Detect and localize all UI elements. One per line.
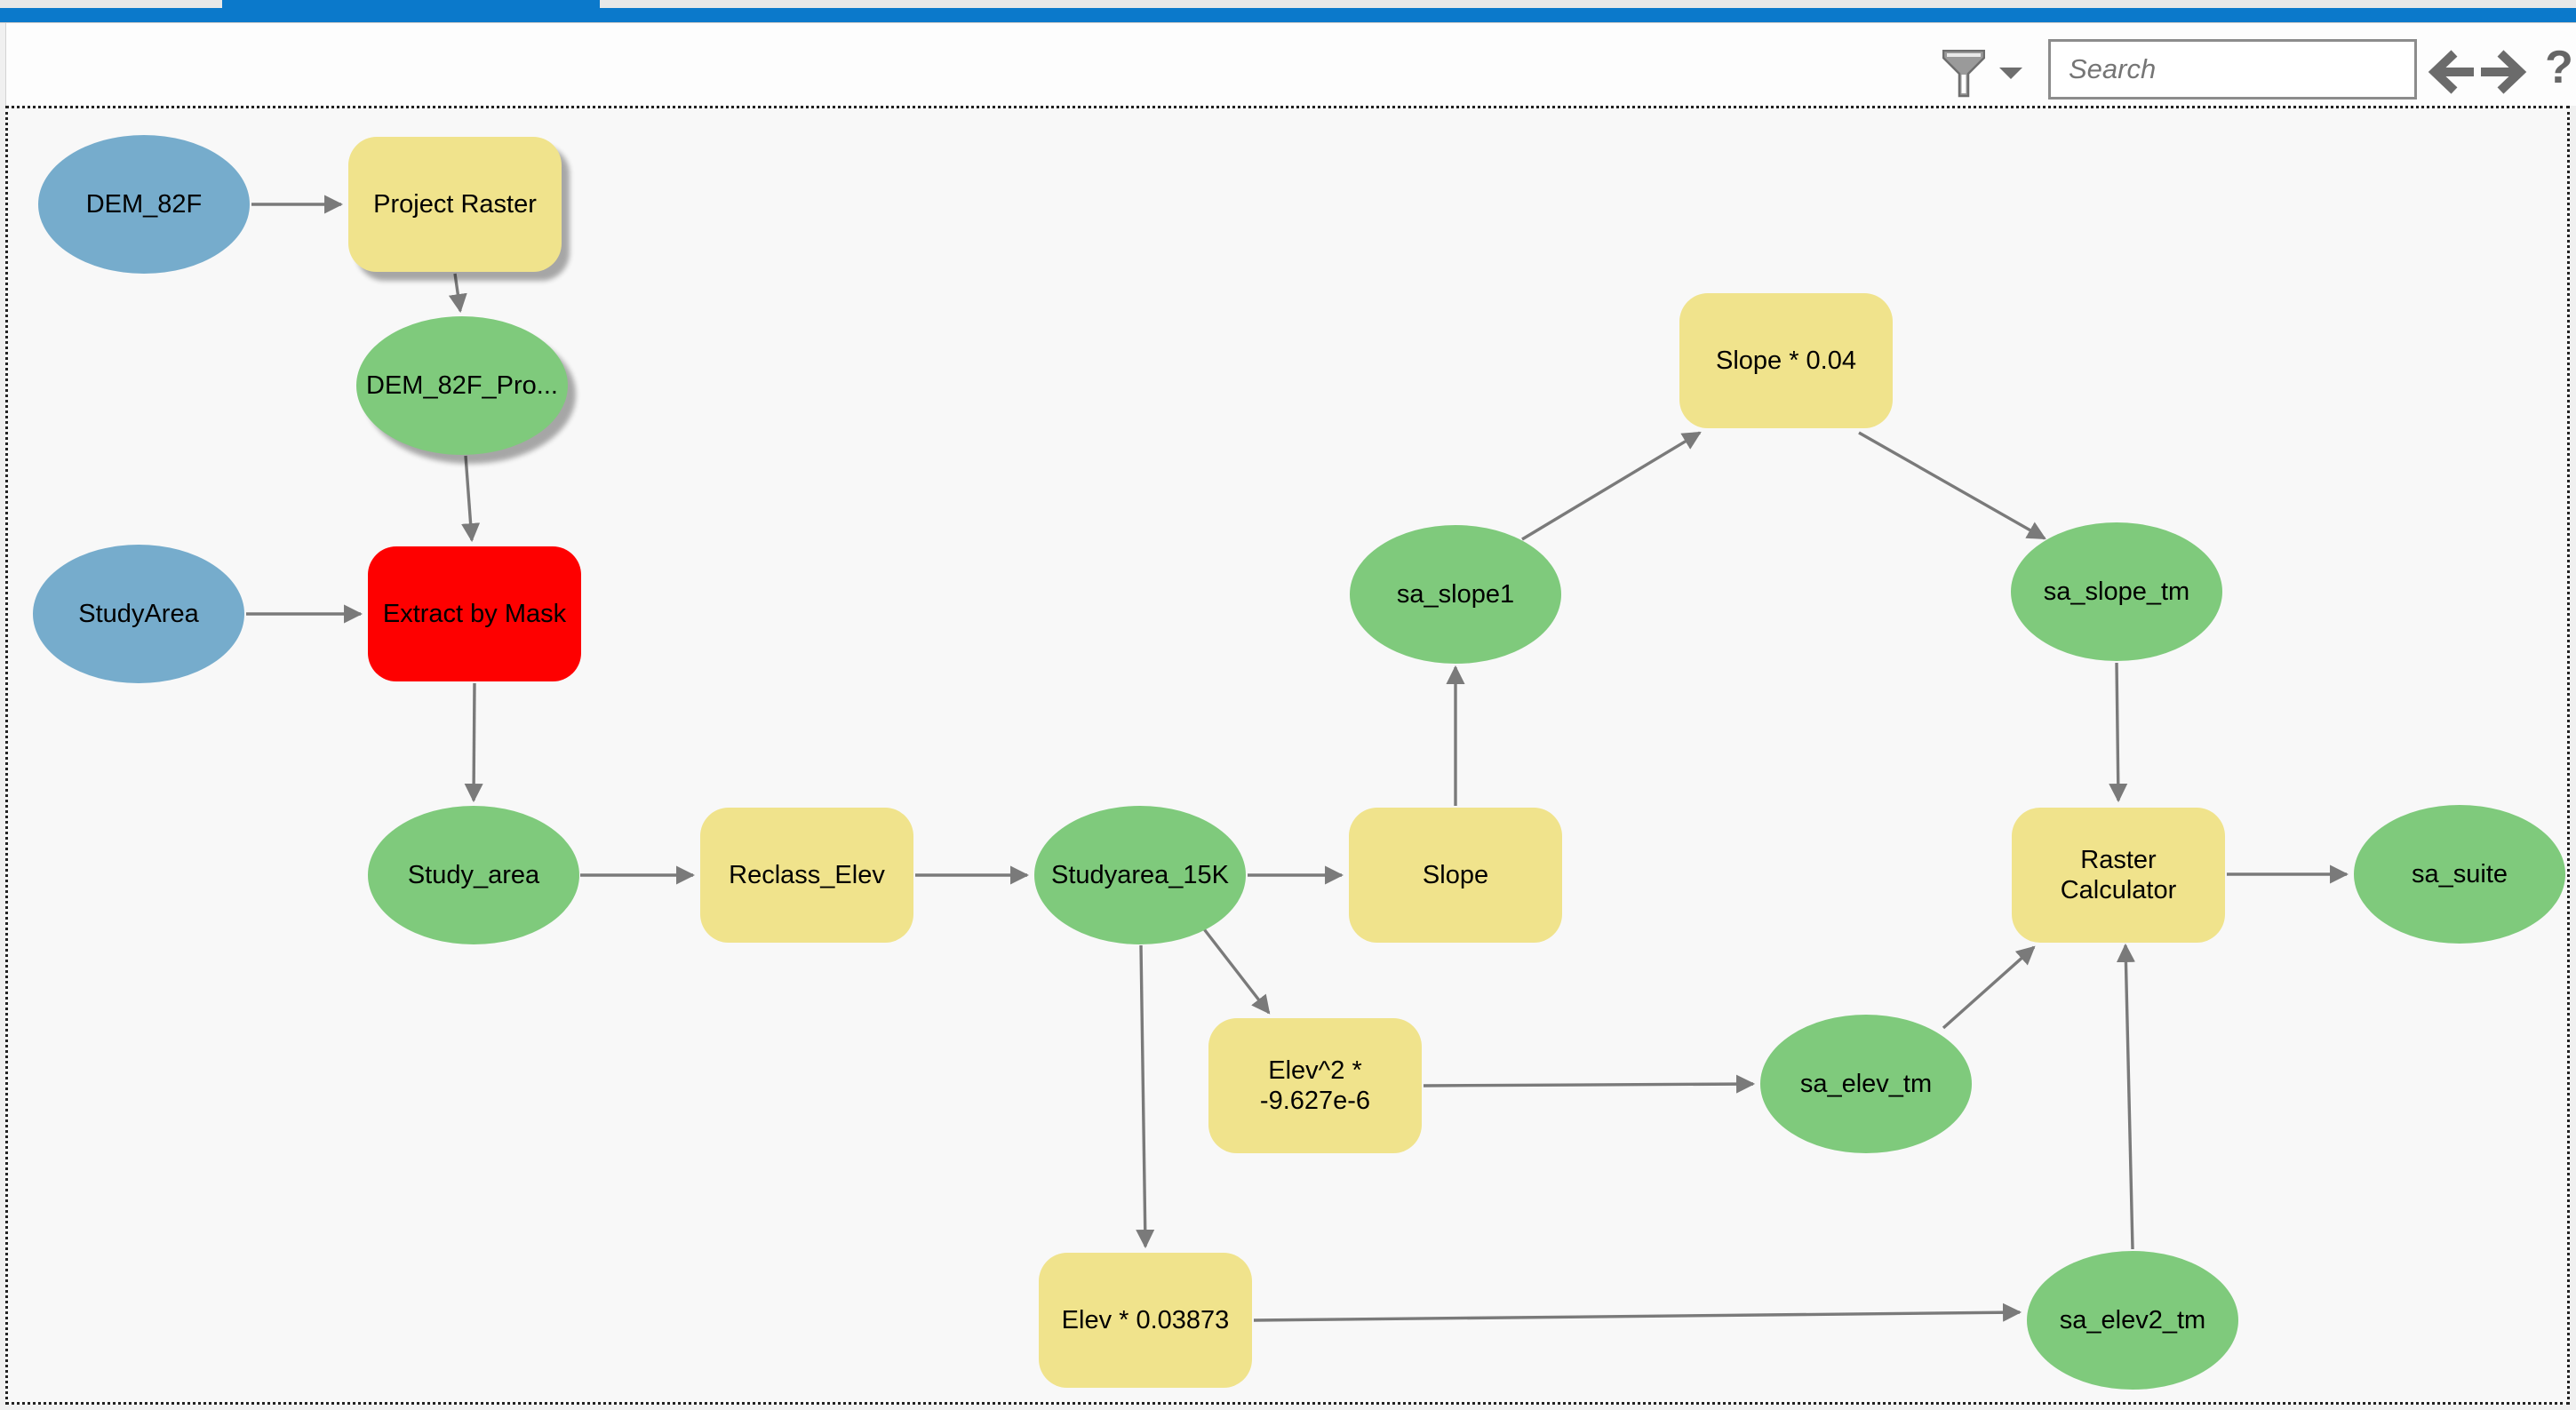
node-study-area[interactable]: Study_area <box>368 806 579 944</box>
help-button[interactable]: ? <box>2545 42 2573 93</box>
node-studyarea[interactable]: StudyArea <box>33 545 244 683</box>
node-slope[interactable]: Slope <box>1349 808 1562 943</box>
filter-funnel-icon[interactable] <box>1942 50 1985 98</box>
chrome-divider <box>0 22 2576 23</box>
node-sa-slope-tm[interactable]: sa_slope_tm <box>2011 522 2222 661</box>
back-arrow-icon[interactable] <box>2424 46 2477 98</box>
search-box <box>2048 39 2417 100</box>
node-slope-times-004[interactable]: Slope * 0.04 <box>1679 293 1893 428</box>
node-sa-suite[interactable]: sa_suite <box>2354 805 2565 944</box>
node-project-raster[interactable]: Project Raster <box>348 137 562 272</box>
node-elev2-times[interactable]: Elev^2 * -9.627e-6 <box>1208 1018 1422 1153</box>
node-sa-slope1[interactable]: sa_slope1 <box>1350 525 1561 664</box>
node-sa-elev2-tm[interactable]: sa_elev2_tm <box>2027 1251 2238 1390</box>
node-extract-by-mask[interactable]: Extract by Mask <box>368 546 581 681</box>
node-studyarea-15k[interactable]: Studyarea_15K <box>1034 806 1246 944</box>
forward-arrow-icon[interactable] <box>2477 46 2531 98</box>
node-reclass-elev[interactable]: Reclass_Elev <box>700 808 913 943</box>
ribbon-tab-strip <box>0 0 2576 8</box>
node-sa-elev-tm[interactable]: sa_elev_tm <box>1760 1015 1972 1153</box>
node-elev-times[interactable]: Elev * 0.03873 <box>1039 1253 1252 1388</box>
search-input[interactable] <box>2051 52 2293 86</box>
node-dem-82f[interactable]: DEM_82F <box>38 135 250 274</box>
node-dem-82f-proj[interactable]: DEM_82F_Pro... <box>356 316 568 455</box>
filter-caret-down-icon[interactable] <box>1998 66 2023 80</box>
node-raster-calculator[interactable]: Raster Calculator <box>2012 808 2225 943</box>
model-canvas[interactable] <box>5 106 2570 1405</box>
ribbon-accent-bar <box>0 8 2576 22</box>
active-tab-indicator <box>222 0 600 8</box>
